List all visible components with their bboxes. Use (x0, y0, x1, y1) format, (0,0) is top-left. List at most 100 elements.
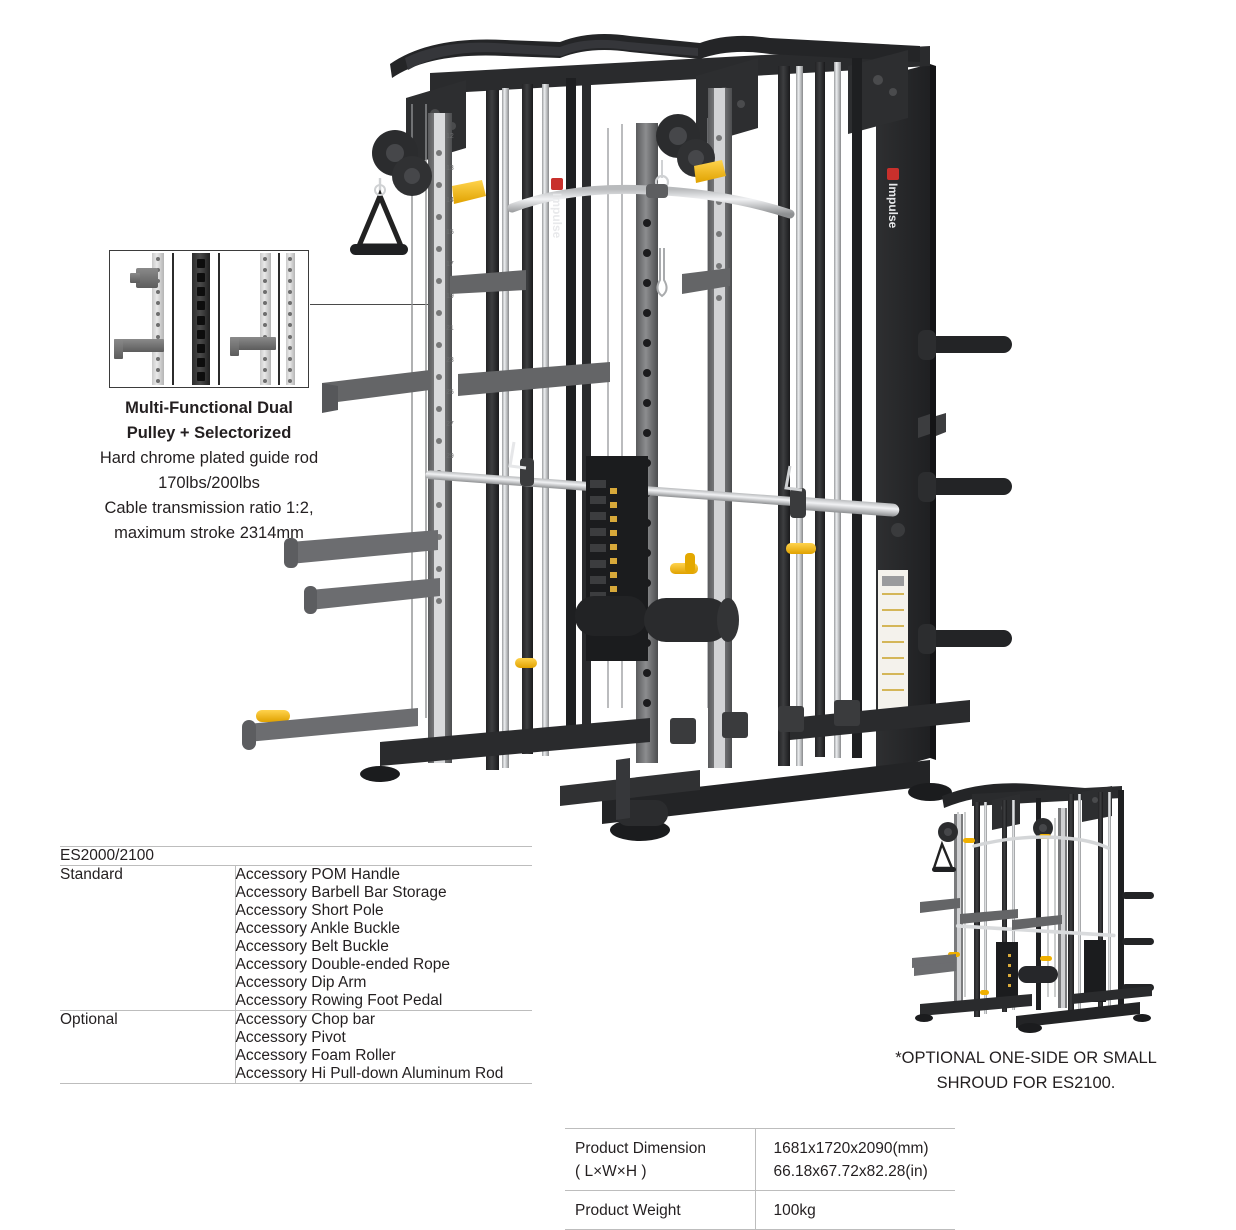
adjust-lever-right (694, 160, 726, 183)
guide-rail-right (260, 253, 271, 385)
base-rail-left (380, 718, 650, 766)
optional-shroud-note: *OPTIONAL ONE-SIDE OR SMALL SHROUD FOR E… (878, 1046, 1174, 1096)
divider-line-2 (218, 253, 220, 385)
divider-line-3 (278, 253, 280, 385)
foam-roller-pads (575, 596, 739, 642)
category-spacer (60, 1047, 236, 1065)
accessory-item: Accessory Short Pole (235, 902, 384, 919)
guide-rail-right-holes (262, 257, 267, 383)
table-row: Accessory Foam Roller (60, 1047, 532, 1065)
svg-text:14: 14 (446, 197, 454, 204)
callout-body-line-1: Hard chrome plated guide rod (99, 449, 319, 467)
svg-text:15: 15 (446, 229, 454, 236)
table-row-weight: Product Weight 100kg (565, 1190, 955, 1230)
callout-body-line-2: 170lbs/200lbs (158, 474, 260, 492)
peg-lower-right-end (230, 337, 239, 356)
callout-title-line-2: Pulley + Selectorized (126, 424, 292, 442)
accessory-item: Accessory Ankle Buckle (235, 920, 401, 937)
adjust-knob-base-left (256, 710, 290, 722)
category-spacer (60, 938, 236, 956)
table-row-dimension: Product Dimension ( L×W×H ) 1681x1720x20… (565, 1128, 955, 1191)
crossbar-mid (458, 362, 610, 396)
category-spacer (60, 1065, 236, 1084)
guide-rod-slots (196, 259, 205, 381)
dimension-value-cell: 1681x1720x2090(mm) 66.18x67.72x82.28(in) (755, 1129, 955, 1191)
base-rail-right (790, 700, 970, 740)
table-row: Accessory Dip Arm (60, 974, 532, 992)
instruction-placard (878, 570, 908, 715)
accessory-item: Accessory Dip Arm (235, 974, 367, 991)
table-row: Accessory Double-ended Rope (60, 956, 532, 974)
category-optional-label: Optional (60, 1010, 236, 1029)
callout-body-line-3: Cable transmission ratio 1:2, (104, 499, 314, 517)
category-spacer (60, 992, 236, 1011)
accessories-table: ES2000/2100 Standard Accessory POM Handl… (60, 846, 532, 1084)
product-image-optional-variant (912, 772, 1162, 1034)
bracket-upper-left-nub (130, 273, 140, 283)
dimension-label-cell: Product Dimension ( L×W×H ) (565, 1128, 756, 1191)
svg-text:Impulse: Impulse (550, 193, 564, 239)
dimension-label-line-1: Product Dimension (575, 1140, 706, 1157)
brand-logo-right: Impulse (886, 168, 900, 229)
bracket-upper-left (136, 268, 158, 288)
callout-caption: Multi-Functional Dual Pulley + Selectori… (56, 396, 362, 546)
divider-line-1 (172, 253, 174, 385)
table-row: Accessory Hi Pull-down Aluminum Rod (60, 1065, 532, 1084)
category-spacer (60, 920, 236, 938)
svg-text:13: 13 (446, 165, 454, 172)
accessory-item: Accessory Rowing Foot Pedal (235, 992, 532, 1011)
table-row: Accessory Short Pole (60, 902, 532, 920)
accessory-item: Accessory Double-ended Rope (235, 956, 451, 973)
accessory-item: Accessory Barbell Bar Storage (235, 884, 447, 901)
adjust-lever-left (452, 180, 486, 204)
category-spacer (60, 884, 236, 902)
svg-text:17: 17 (446, 261, 454, 268)
guide-rail-far-right-holes (287, 257, 292, 383)
svg-text:23: 23 (446, 357, 454, 364)
base-rail-front (602, 760, 930, 824)
table-row: Accessory Belt Buckle (60, 938, 532, 956)
guide-rod-detail-inset (109, 250, 309, 388)
guide-rail-far-right (286, 253, 295, 385)
table-row: Standard Accessory POM Handle (60, 865, 532, 884)
brand-logo-left: Impulse (550, 178, 564, 239)
category-spacer (60, 974, 236, 992)
optional-note-line-2: SHROUD FOR ES2100. (936, 1074, 1116, 1092)
weight-plate-pegs (918, 330, 1012, 654)
callout-body-line-4: maximum stroke 2314mm (114, 524, 304, 542)
optional-note-line-1: *OPTIONAL ONE-SIDE OR SMALL (895, 1049, 1157, 1067)
category-spacer (60, 902, 236, 920)
accessory-item: Accessory Pivot (235, 1029, 346, 1046)
spotter-arm-right (682, 268, 730, 294)
category-spacer (60, 956, 236, 974)
spotter-arm-left-mid (450, 270, 526, 294)
barbell-storage-arm-1 (290, 530, 438, 564)
category-standard-label: Standard (60, 865, 236, 884)
accessory-item: Accessory Chop bar (235, 1011, 376, 1028)
peg-lower-left (114, 339, 164, 352)
dimension-label-line-2: ( L×W×H ) (575, 1163, 647, 1180)
weight-value-cell: 100kg (773, 1202, 816, 1219)
svg-text:27: 27 (446, 421, 454, 428)
smith-barbell (425, 458, 905, 537)
dimension-value-in: 66.18x67.72x82.28(in) (773, 1163, 928, 1180)
svg-text:Impulse: Impulse (886, 183, 900, 229)
callout-leader-line (310, 304, 442, 305)
table-row: Optional Accessory Chop bar (60, 1010, 532, 1029)
category-spacer (60, 1029, 236, 1047)
svg-text:19: 19 (446, 293, 454, 300)
model-title-cell: ES2000/2100 (60, 846, 532, 866)
peg-lower-left-end (114, 339, 123, 359)
pulley-left (372, 130, 432, 196)
weight-label-cell: Product Weight (565, 1190, 756, 1230)
table-row: Accessory Barbell Bar Storage (60, 884, 532, 902)
accessory-item: Accessory Belt Buckle (235, 938, 389, 955)
accessory-item: Accessory Foam Roller (235, 1047, 396, 1064)
spotter-arm-upper-left (322, 370, 430, 404)
table-row: Accessory Ankle Buckle (60, 920, 532, 938)
specification-table: Product Dimension ( L×W×H ) 1681x1720x20… (565, 1128, 955, 1230)
svg-text:25: 25 (446, 389, 454, 396)
table-row: Accessory Rowing Foot Pedal (60, 992, 532, 1011)
accessory-item: Accessory Hi Pull-down Aluminum Rod (235, 1065, 532, 1084)
